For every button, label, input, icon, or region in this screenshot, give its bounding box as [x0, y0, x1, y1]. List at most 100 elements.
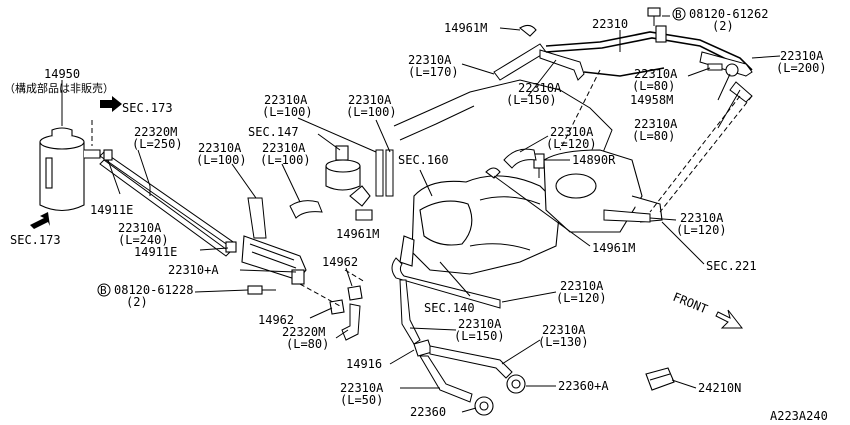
label-front: FRONT [671, 290, 710, 317]
tube-22320M-80 [341, 303, 361, 341]
label-14950-note: （構成部品は非販売） [4, 81, 114, 95]
clip-14961M-a [355, 209, 373, 221]
bolt-symbol-a: B [100, 284, 107, 297]
label-sec147: SEC.147 [248, 125, 299, 139]
hose-22310A-200 [699, 51, 753, 77]
label-14911E-a: 14911E [90, 203, 133, 217]
leader-lines [61, 15, 781, 413]
label-22310A-100-b-len: (L=100) [260, 153, 311, 167]
label-14890R: 14890R [572, 153, 616, 167]
label-22310A-170-len: (L=170) [408, 65, 459, 79]
hose-22310A-170 [493, 43, 547, 81]
label-22310A-120-b-len: (L=120) [676, 223, 727, 237]
engine-upper-outline [393, 79, 613, 161]
label-22310A-120-b: 22310A [680, 211, 724, 225]
label-24210N: 24210N [698, 381, 741, 395]
label-22310A-100-a: 22310A [198, 141, 242, 155]
hose-22310A-120-b [603, 209, 651, 223]
hose-22310A-120-a [503, 148, 537, 169]
fitting-14958M [725, 63, 739, 77]
label-14961M-b: 14961M [592, 241, 635, 255]
labels: 14950 （構成部品は非販売） SEC.173 SEC.173 22320M … [4, 7, 828, 423]
sec173-left-arrow [30, 212, 50, 229]
label-08120-61228-qty: (2) [126, 295, 148, 309]
label-sec160: SEC.160 [398, 153, 449, 167]
valve-22360plusA [506, 374, 526, 394]
hose-22310A-100-a [247, 197, 267, 239]
label-22320M-250: 22320M [134, 125, 177, 139]
hose-22310A-150-bottom [399, 279, 421, 345]
bolt-08120-61262 [647, 7, 661, 26]
label-08120-61228: 08120-61228 [114, 283, 193, 297]
clip-24210N [645, 367, 675, 391]
label-14962-b: 14962 [258, 313, 294, 327]
label-22310A-170: 22310A [408, 53, 452, 67]
label-14916: 14916 [346, 357, 382, 371]
label-22310A-120-a: 22310A [550, 125, 594, 139]
clip-14961M-top [519, 24, 537, 37]
label-22310A-120-a-len: (L=120) [546, 137, 597, 151]
clip-14911E-a [103, 149, 113, 161]
front-arrow [715, 309, 744, 329]
label-22310A-100-c-len: (L=100) [262, 105, 313, 119]
clip-14911E-b [225, 241, 237, 253]
label-22310A-80-a-len: (L=80) [632, 79, 675, 93]
label-22310A-130-len: (L=130) [538, 335, 589, 349]
hose-22310A-100-b [289, 200, 323, 219]
diagram-code: A223A240 [770, 409, 828, 423]
valve-sec147 [325, 145, 371, 207]
label-22320M-250-len: (L=250) [132, 137, 183, 151]
clip-14961M-b [485, 167, 501, 179]
label-22310A-120-c-len: (L=120) [556, 291, 607, 305]
intake-manifold [399, 175, 561, 275]
hose-22310A-80-b [729, 81, 753, 103]
hose-22310A-150-top [539, 49, 585, 81]
label-22310A-240-len: (L=240) [118, 233, 169, 247]
label-08120-61262-group: B 08120-61262 (2) [672, 7, 768, 33]
hose-22310A-50 [419, 355, 473, 403]
label-22310A-100-c: 22310A [264, 93, 308, 107]
label-22310plusA: 22310+A [168, 263, 219, 277]
label-22310A-80-b-len: (L=80) [632, 129, 675, 143]
clip-14962-a [347, 285, 363, 301]
label-22310: 22310 [592, 17, 628, 31]
label-22310A-130: 22310A [542, 323, 586, 337]
bolt-symbol-b: B [675, 8, 682, 21]
label-22310A-150-bottom: 22310A [458, 317, 502, 331]
label-22310A-100-d-len: (L=100) [346, 105, 397, 119]
hose-22310A-100-c [375, 149, 384, 197]
label-14961M-top: 14961M [444, 21, 487, 35]
label-22310A-80-b: 22310A [634, 117, 678, 131]
label-08120-61262-qty: (2) [712, 19, 734, 33]
hose-22310A-100-d [385, 149, 394, 197]
label-22360: 22360 [410, 405, 446, 419]
label-22310A-150-bottom-len: (L=150) [454, 329, 505, 343]
label-14962-a: 14962 [322, 255, 358, 269]
valve-22360 [474, 396, 494, 416]
clip-14962-b [329, 299, 345, 315]
label-22310A-50: 22310A [340, 381, 384, 395]
label-22310A-120-c: 22310A [560, 279, 604, 293]
label-22320M-80: 22320M [282, 325, 325, 339]
label-08120-61228-group: B 08120-61228 (2) [97, 283, 193, 309]
label-sec140: SEC.140 [424, 301, 475, 315]
label-22310A-240: 22310A [118, 221, 162, 235]
canister-14950 [39, 92, 101, 212]
label-22310A-100-b: 22310A [262, 141, 306, 155]
label-22310A-200: 22310A [780, 49, 824, 63]
bracket-22310plusA [241, 235, 307, 285]
label-22310A-150-top-len: (L=150) [506, 93, 557, 107]
label-22310A-50-len: (L=50) [340, 393, 383, 407]
hose-22310A-130 [429, 345, 513, 379]
label-08120-61262: 08120-61262 [689, 7, 768, 21]
label-14950: 14950 [44, 67, 80, 81]
label-sec173-left: SEC.173 [10, 233, 61, 247]
label-22310A-100-a-len: (L=100) [196, 153, 247, 167]
sensor-14890R [533, 153, 545, 178]
label-22310A-80-a: 22310A [634, 67, 678, 81]
sec173-top-arrow [100, 96, 122, 112]
label-sec221: SEC.221 [706, 259, 757, 273]
label-22320M-80-len: (L=80) [286, 337, 329, 351]
label-22310A-100-d: 22310A [348, 93, 392, 107]
